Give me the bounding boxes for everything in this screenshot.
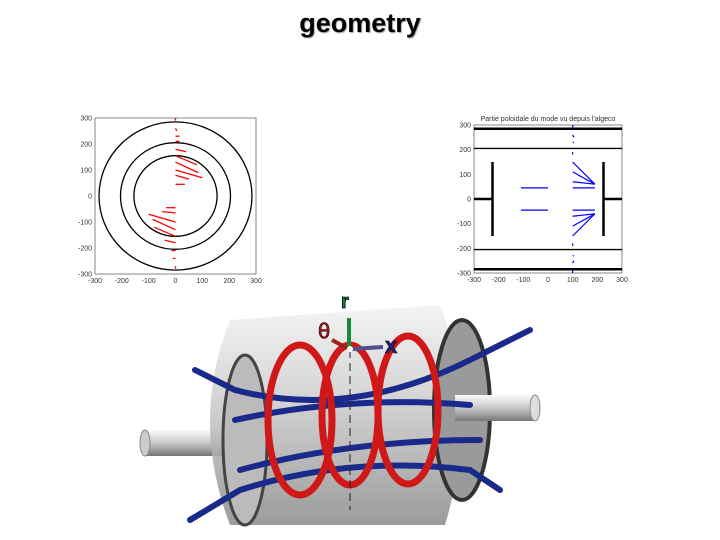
y-tick-label: -100 (78, 220, 92, 227)
mode-vector (152, 218, 176, 231)
mode-vector (572, 181, 595, 185)
axes-box (473, 124, 623, 274)
x-tick-label: -300 (88, 278, 102, 285)
y-tick-label: 300 (459, 123, 471, 130)
y-tick-label: 100 (80, 168, 92, 175)
axis-x-line (351, 345, 384, 351)
mode-vector (175, 148, 187, 153)
y-tick-label: 200 (80, 142, 92, 149)
x-tick-label: -100 (142, 278, 156, 285)
x-tick-label: -300 (467, 277, 481, 284)
y-tick-label: -200 (78, 246, 92, 253)
mode-vector (175, 169, 203, 179)
cylinder-3d-render: r θ x (139, 291, 541, 527)
mode-vector (164, 239, 176, 244)
x-tick-label: -100 (516, 277, 530, 284)
y-tick-label: 0 (467, 197, 471, 204)
slide-title: geometry (299, 8, 421, 38)
y-tick-label: 100 (459, 172, 471, 179)
mode-vector (572, 213, 595, 217)
x-tick-label: -200 (492, 277, 506, 284)
x-tick-label: 200 (223, 278, 235, 285)
axis-x-label: x (385, 333, 398, 358)
boundary-circle (119, 142, 232, 250)
y-tick-label: -300 (457, 271, 471, 278)
y-tick-label: 200 (459, 147, 471, 154)
axis-theta-line (331, 338, 348, 350)
x-tick-label: 100 (567, 277, 579, 284)
y-tick-label: -100 (457, 221, 471, 228)
x-tick-label: 300 (250, 278, 262, 285)
x-tick-label: -200 (115, 278, 129, 285)
boundary-circle (98, 121, 253, 271)
mode-vector (148, 213, 176, 223)
mode-vector (572, 161, 596, 185)
x-tick-label: 300 (616, 277, 628, 284)
mode-vector (162, 210, 176, 214)
mode-vector (572, 213, 596, 227)
mode-vector (175, 155, 198, 166)
mode-vector (175, 161, 199, 174)
right-shaft (455, 394, 541, 422)
axis-theta-label: θ (318, 319, 330, 343)
x-tick-label: 0 (174, 278, 178, 285)
mode-vector (572, 260, 575, 264)
poloidal-plot-right: -300 -200 -100 0 100 200 300 300 200 100 0 -100 -200… (457, 116, 628, 284)
y-tick-label: 0 (88, 194, 92, 201)
x-tick-label: 200 (591, 277, 603, 284)
poloidal-plot-left: -300 -200 -100 0 100 200 300 300 200 100 0 -100 -200… (78, 116, 262, 286)
mode-vector (572, 171, 596, 185)
y-tick-label: 300 (80, 116, 92, 123)
y-tick-label: -300 (78, 272, 92, 279)
mode-vector (153, 226, 176, 237)
x-tick-label: 0 (546, 277, 550, 284)
mode-vector (572, 134, 575, 138)
y-tick-label: -200 (457, 246, 471, 253)
mode-vector (174, 128, 178, 132)
x-tick-label: 100 (196, 278, 208, 285)
mode-vector (175, 174, 190, 180)
mode-vector (572, 213, 596, 237)
plot-title: Partie poloidale du mode vu depuis l'alg… (481, 116, 616, 123)
axis-r-label: r (341, 291, 349, 313)
